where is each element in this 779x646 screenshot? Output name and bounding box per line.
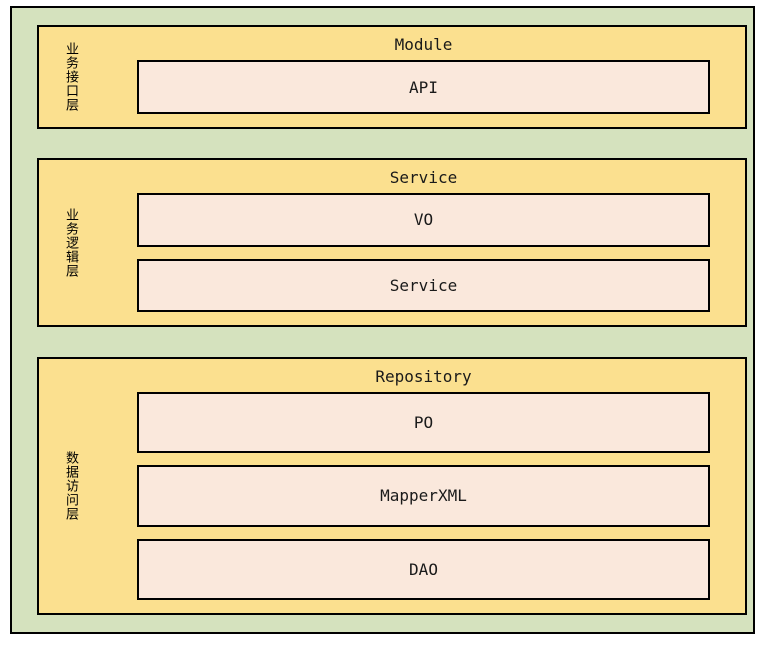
layer-service-components: VO Service xyxy=(137,193,710,312)
component-po: PO xyxy=(137,392,710,454)
layer-module-vertical-label: 业务接口层 xyxy=(63,42,79,112)
layer-repository-title: Repository xyxy=(375,367,472,386)
layer-repository: 数据访问层 Repository PO MapperXML DAO xyxy=(37,357,747,615)
component-service: Service xyxy=(137,258,710,312)
layer-module: 业务接口层 Module API xyxy=(37,25,747,129)
layer-repository-components: PO MapperXML DAO xyxy=(137,392,710,600)
layer-service-title: Service xyxy=(389,168,458,187)
diagram-outer-panel: 业务接口层 Module API 业务逻辑层 Service VO Servic… xyxy=(10,6,755,634)
component-api: API xyxy=(137,60,710,114)
layer-module-title: Module xyxy=(394,35,453,54)
component-vo: VO xyxy=(137,193,710,247)
layer-repository-vertical-label: 数据访问层 xyxy=(63,451,79,521)
layer-module-components: API xyxy=(137,60,710,114)
component-mapperxml: MapperXML xyxy=(137,465,710,527)
layer-service-vertical-label: 业务逻辑层 xyxy=(63,207,79,278)
layer-service: 业务逻辑层 Service VO Service xyxy=(37,158,747,327)
component-dao: DAO xyxy=(137,538,710,600)
